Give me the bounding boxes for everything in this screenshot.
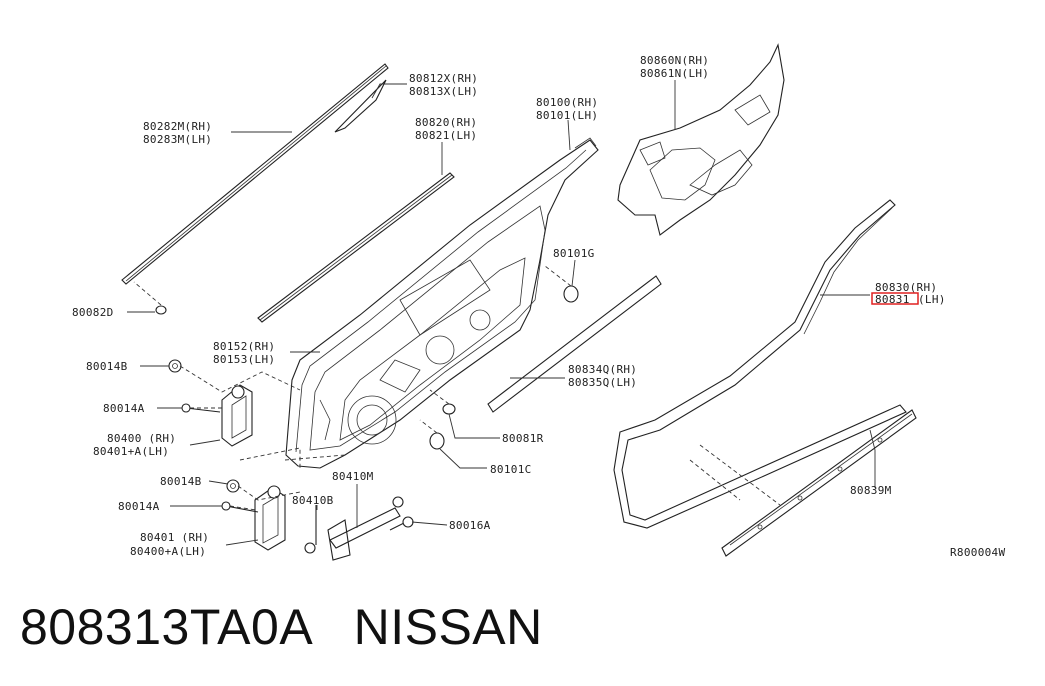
sash-trim-80812 <box>334 79 387 133</box>
grommet-80101g <box>563 285 579 303</box>
assembly-lines <box>133 265 781 511</box>
label-80016a: 80016A <box>449 519 491 532</box>
label-80101c: 80101C <box>490 463 532 476</box>
label-80821: 80821(LH) <box>415 129 477 142</box>
weatherstrip-80830 <box>613 199 907 529</box>
label-80813x: 80813X(LH) <box>409 85 478 98</box>
label-80860n: 80860N(RH) <box>640 54 709 67</box>
reference-code: R800004W <box>950 546 1005 559</box>
label-80014a-upper: 80014A <box>103 402 145 415</box>
label-80014a-lower: 80014A <box>118 500 160 513</box>
label-80101: 80101(LH) <box>536 109 598 122</box>
outer-seal-80834 <box>487 275 662 413</box>
check-link-80410m <box>327 496 404 561</box>
part-labels: 80812X(RH) 80813X(LH) 80282M(RH) 80283M(… <box>72 54 1005 559</box>
label-80831: 80831 <box>875 293 910 306</box>
clip-80082 <box>155 305 167 315</box>
label-80410b: 80410B <box>292 494 334 507</box>
label-80153: 80153(LH) <box>213 353 275 366</box>
label-80014b-lower: 80014B <box>160 475 202 488</box>
label-80820: 80820(RH) <box>415 116 477 129</box>
sill-seal-80839 <box>721 409 917 557</box>
label-80410m: 80410M <box>332 470 374 483</box>
label-80101g: 80101G <box>553 247 595 260</box>
leader-lines <box>127 80 876 546</box>
label-80400: 80400 (RH) <box>107 432 176 445</box>
door-sash-80860 <box>617 43 785 236</box>
label-80152: 80152(RH) <box>213 340 275 353</box>
nut-80014b-lower <box>226 479 240 493</box>
label-80835q: 80835Q(LH) <box>568 376 637 389</box>
label-80861n: 80861N(LH) <box>640 67 709 80</box>
window-moulding-80282 <box>121 63 389 285</box>
label-80812x: 80812X(RH) <box>409 72 478 85</box>
label-80283m: 80283M(LH) <box>143 133 212 146</box>
label-80834q: 80834Q(RH) <box>568 363 637 376</box>
label-80282m: 80282M(RH) <box>143 120 212 133</box>
door-parts-diagram: 80812X(RH) 80813X(LH) 80282M(RH) 80283M(… <box>72 43 1005 561</box>
inner-seal-80820 <box>257 172 455 323</box>
label-80082d: 80082D <box>72 306 114 319</box>
bolt-80014a-lower <box>221 501 259 513</box>
label-80830: 80830(RH) <box>875 281 937 294</box>
part-number-caption: 808313TA0A NISSAN <box>20 599 543 655</box>
grommet-80101c <box>429 432 445 450</box>
label-80839m: 80839M <box>850 484 892 497</box>
bolt-80410b <box>304 505 317 554</box>
label-80401: 80401 (RH) <box>140 531 209 544</box>
plug-80081 <box>442 403 456 415</box>
label-80400a: 80400+A(LH) <box>130 545 206 558</box>
hinge-80401 <box>254 485 286 551</box>
label-80014b-upper: 80014B <box>86 360 128 373</box>
label-80831-side: (LH) <box>918 293 946 306</box>
label-80081r: 80081R <box>502 432 544 445</box>
door-panel-80100 <box>285 137 599 469</box>
hinge-80400 <box>221 384 253 447</box>
label-80100: 80100(RH) <box>536 96 598 109</box>
nut-80014b-upper <box>168 359 182 373</box>
label-80401a: 80401+A(LH) <box>93 445 169 458</box>
highlight-80831 <box>871 292 919 305</box>
